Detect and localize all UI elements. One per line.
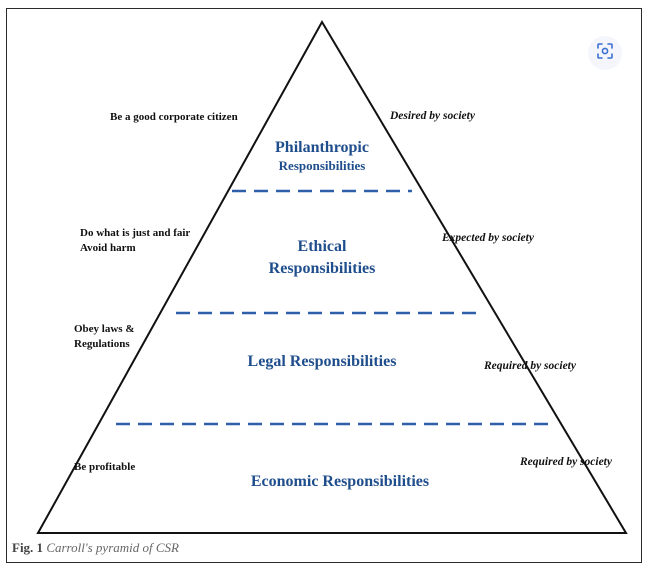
layer-philanthropic-title: Philanthropic [275,139,369,156]
note-left-ethical: Do what is just and fair Avoid harm [80,226,190,256]
layer-philanthropic: Philanthropic Responsibilities [262,138,382,174]
layer-ethical-subtitle: Responsibilities [268,259,376,277]
note-left-legal-line2: Regulations [74,337,130,350]
figure-frame [6,8,642,563]
note-right-economic: Required by society [520,456,612,468]
layer-philanthropic-subtitle: Responsibilities [278,158,366,173]
figure-caption: Fig. 1 Carroll's pyramid of CSR [12,540,179,556]
layer-economic-title: Economic Responsibilities [250,473,430,490]
lens-scan-button[interactable] [588,36,622,70]
note-left-legal-line1: Obey laws & [74,323,135,335]
layer-legal-title: Legal Responsibilities [247,353,397,370]
pyramid-outline [36,19,628,534]
note-right-philanthropic: Desired by society [390,110,475,122]
layer-economic: Economic Responsibilities [200,472,480,492]
layer-ethical: Ethical Responsibilities [232,236,412,279]
layer-ethical-title: Ethical [297,238,347,255]
figure-caption-text: Carroll's pyramid of CSR [46,540,179,555]
layer-legal: Legal Responsibilities [202,352,442,372]
note-left-ethical-line2: Avoid harm [80,241,136,254]
note-right-legal: Required by society [484,360,576,372]
note-left-philanthropic: Be a good corporate citizen [110,111,238,123]
note-left-legal: Obey laws & Regulations [74,322,135,352]
lens-scan-icon [596,42,614,65]
note-right-ethical: Expected by society [442,232,534,244]
note-left-ethical-line1: Do what is just and fair [80,227,191,239]
figure-number: Fig. 1 [12,540,44,555]
note-left-economic: Be profitable [74,461,136,473]
